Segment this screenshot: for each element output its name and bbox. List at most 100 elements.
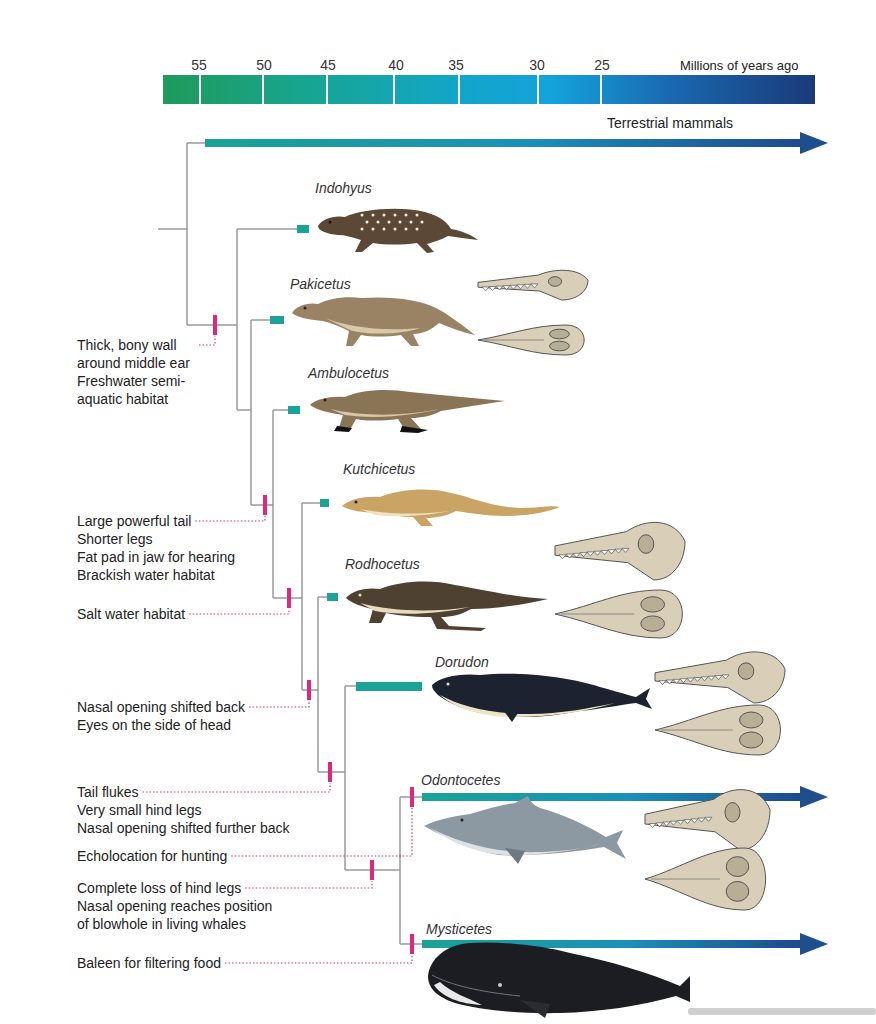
trait-label: Shorter legs xyxy=(77,530,152,548)
dolphin-figure-group xyxy=(424,796,626,864)
time-range-bar xyxy=(270,316,284,324)
belly-patch xyxy=(440,695,615,717)
leader-lines xyxy=(142,336,412,963)
fur-spot xyxy=(383,214,386,217)
tree-branch xyxy=(237,228,297,230)
tree-branch xyxy=(301,503,303,690)
terrestrial-arrow xyxy=(205,139,800,147)
belly-patch xyxy=(360,603,470,614)
lineage-label: Terrestrial mammals xyxy=(607,114,733,132)
leader-line xyxy=(189,609,289,614)
eye-orbit xyxy=(725,803,740,823)
dorudon-figure xyxy=(432,674,652,717)
tree-branch xyxy=(251,504,273,506)
fur-spot xyxy=(405,228,408,231)
skull-tooth xyxy=(722,675,729,679)
skull-opening xyxy=(740,732,763,748)
fur-spot xyxy=(416,214,419,217)
skull-tooth xyxy=(715,676,722,680)
skull-side-view xyxy=(555,522,685,580)
time-range-bar xyxy=(327,593,338,601)
skull-tooth xyxy=(601,550,608,554)
time-range-bar xyxy=(320,499,329,507)
animal-eye xyxy=(498,983,502,987)
tree-branch xyxy=(318,596,327,598)
skull-tooth xyxy=(677,820,684,824)
leader-line xyxy=(195,516,265,521)
fur-spot xyxy=(388,221,391,224)
scale-number: 45 xyxy=(320,56,336,74)
arrow-head xyxy=(800,132,828,154)
eye-orbit xyxy=(738,663,754,680)
tree-branch xyxy=(399,797,401,944)
fur-spot xyxy=(410,221,413,224)
trait-tick xyxy=(263,495,267,515)
scale-number: 35 xyxy=(448,56,464,74)
skull-side-view xyxy=(645,790,770,850)
skull-tooth xyxy=(698,818,705,822)
mouth-line xyxy=(432,975,520,996)
tree-branch xyxy=(273,409,288,411)
trait-label: Echolocation for hunting xyxy=(77,847,227,865)
tree-branch xyxy=(158,228,187,230)
trait-label: Freshwater semi-aquatic habitat xyxy=(77,372,195,408)
trait-tick xyxy=(410,934,414,954)
tree-branch xyxy=(344,686,346,870)
skull-tooth xyxy=(482,287,489,291)
leader-line xyxy=(249,701,309,707)
scale-divider xyxy=(326,75,328,104)
fur-spot xyxy=(394,214,397,217)
eye-orbit xyxy=(638,535,654,554)
pakicetus-figure xyxy=(292,297,475,346)
fur-spot xyxy=(399,221,402,224)
skull-midline xyxy=(561,614,634,615)
tree-branch xyxy=(251,319,270,321)
skull-tooth xyxy=(684,820,691,824)
animal-eye xyxy=(461,819,464,822)
tree-branch xyxy=(345,685,356,687)
animal-eye xyxy=(304,307,307,310)
leader-line xyxy=(142,783,330,792)
skull-tooth xyxy=(503,286,510,290)
skull-tooth xyxy=(566,554,573,558)
animal-eye xyxy=(355,501,358,504)
skull-tooth xyxy=(670,821,677,825)
time-range-bar xyxy=(297,225,309,233)
fur-spot xyxy=(372,228,375,231)
tree-branch xyxy=(186,143,188,325)
flipper xyxy=(500,706,520,722)
skull-tooth xyxy=(659,681,666,685)
skull-tooth xyxy=(608,550,615,554)
scale-number: 50 xyxy=(256,56,272,74)
skull-opening xyxy=(641,597,665,612)
trait-label: Eyes on the side of head xyxy=(77,716,231,734)
trait-label: Very small hind legs xyxy=(77,801,202,819)
skull-midline xyxy=(661,730,733,731)
trait-tick xyxy=(213,315,217,335)
ambulocetus-figure xyxy=(310,390,505,430)
tree-branch xyxy=(236,229,238,410)
skull-tooth xyxy=(580,553,587,557)
skull-tooth xyxy=(573,553,580,557)
trait-label: Brackish water habitat xyxy=(77,566,215,584)
trait-tick xyxy=(307,680,311,700)
trait-tick xyxy=(287,588,291,608)
skull-tooth xyxy=(701,677,708,681)
skull-tooth xyxy=(615,549,622,553)
eye-orbit xyxy=(548,277,561,287)
scale-number: 25 xyxy=(594,56,610,74)
trait-label: Baleen for filtering food xyxy=(77,954,221,972)
skull-tooth xyxy=(559,555,566,559)
fur-spot xyxy=(394,228,397,231)
trait-tick xyxy=(410,787,414,807)
scroll-bar xyxy=(688,1008,876,1015)
arrow-head xyxy=(800,933,828,955)
taxon-name: Indohyus xyxy=(315,179,372,197)
time-range-bar xyxy=(356,682,422,691)
scale-number: 30 xyxy=(529,56,545,74)
skull-opening xyxy=(740,712,763,728)
webbed-foot xyxy=(334,426,352,432)
animal-eye xyxy=(359,594,362,597)
skull-tooth xyxy=(524,284,531,288)
